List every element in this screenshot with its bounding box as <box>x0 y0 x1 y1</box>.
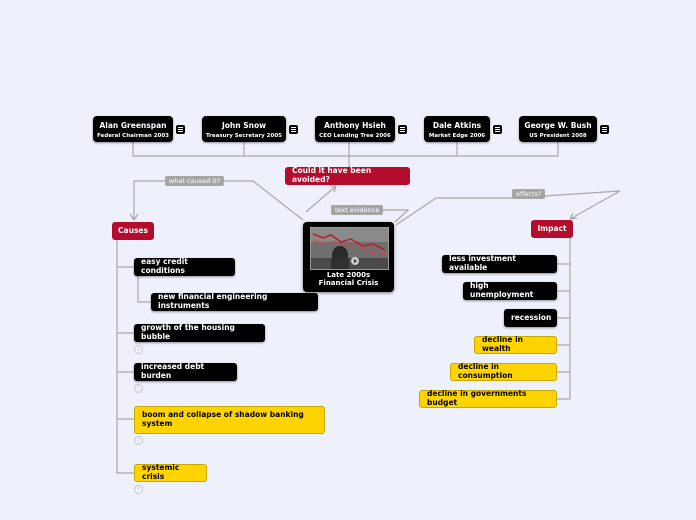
impact-item[interactable]: decline in wealth <box>474 336 557 354</box>
relationship-label-what-caused[interactable]: what caused it? <box>165 176 225 186</box>
person-node-atkins[interactable]: Dale Atkins Market Edge 2006 <box>424 116 490 142</box>
person-name: Anthony Hsieh <box>324 121 386 130</box>
info-badge[interactable]: i <box>134 345 143 354</box>
person-node-snow[interactable]: John Snow Treasury Secretary 2005 <box>202 116 286 142</box>
note-icon[interactable] <box>600 125 609 134</box>
info-badge[interactable]: i <box>134 485 143 494</box>
note-icon[interactable] <box>176 125 185 134</box>
person-role: Treasury Secretary 2005 <box>206 133 282 139</box>
relationship-label-effects[interactable]: effects? <box>512 189 546 199</box>
cause-item[interactable]: boom and collapse of shadow banking syst… <box>134 406 325 434</box>
title-line-1: Late 2000s <box>326 271 371 279</box>
relationship-label-text-evidence[interactable]: text evidence <box>331 205 384 215</box>
cause-item[interactable]: increased debt burden <box>134 363 237 381</box>
cause-item[interactable]: systemic crisis <box>134 464 207 482</box>
question-node[interactable]: Could it have been avoided? <box>285 167 410 185</box>
note-icon[interactable] <box>493 125 502 134</box>
person-name: Dale Atkins <box>432 121 482 130</box>
cause-item[interactable]: new financial engineering instruments <box>151 293 318 311</box>
impact-item[interactable]: high unemployment <box>463 282 557 300</box>
central-topic-title: Late 2000s Financial Crisis <box>303 271 394 287</box>
cause-item[interactable]: growth of the housing bubble <box>134 324 265 342</box>
person-role: Federal Chairman 2003 <box>97 133 169 139</box>
person-node-bush[interactable]: George W. Bush US President 2008 <box>519 116 597 142</box>
impact-item[interactable]: decline in governments budget <box>419 390 557 408</box>
info-badge[interactable]: i <box>134 384 143 393</box>
causes-node[interactable]: Causes <box>112 222 154 240</box>
person-role: US President 2008 <box>529 133 587 139</box>
note-icon[interactable] <box>398 125 407 134</box>
impact-item[interactable]: decline in consumption <box>450 363 557 381</box>
central-topic[interactable]: Late 2000s Financial Crisis <box>303 222 394 292</box>
impact-node[interactable]: Impact <box>531 220 573 238</box>
person-role: CEO Lending Tree 2006 <box>319 133 391 139</box>
person-name: George W. Bush <box>524 121 592 130</box>
person-name: Alan Greenspan <box>99 121 167 130</box>
info-badge[interactable]: i <box>134 436 143 445</box>
impact-item[interactable]: less investment available <box>442 255 557 273</box>
person-name: John Snow <box>221 121 267 130</box>
note-icon[interactable] <box>289 125 298 134</box>
cause-item[interactable]: easy credit conditions <box>134 258 235 276</box>
crisis-image <box>310 227 389 270</box>
impact-item[interactable]: recession <box>504 309 557 327</box>
person-node-hsieh[interactable]: Anthony Hsieh CEO Lending Tree 2006 <box>315 116 395 142</box>
title-line-2: Financial Crisis <box>318 279 379 288</box>
person-node-greenspan[interactable]: Alan Greenspan Federal Chairman 2003 <box>93 116 173 142</box>
person-role: Market Edge 2006 <box>428 133 486 139</box>
